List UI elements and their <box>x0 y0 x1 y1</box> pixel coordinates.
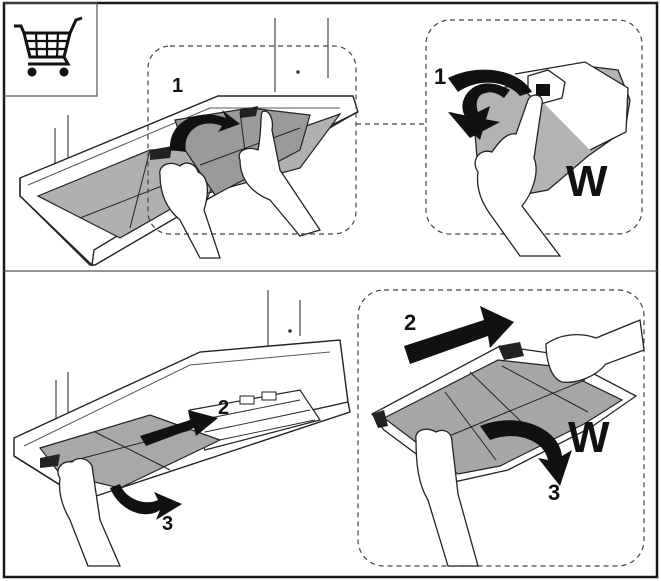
top-left-step-1: 1 <box>172 75 183 97</box>
top-latch-detail <box>425 19 643 257</box>
bottom-filter-detail <box>357 289 645 567</box>
bottom-left-step-3: 3 <box>162 513 173 535</box>
bottom-right-step-2: 2 <box>404 310 416 335</box>
top-right-step-1: 1 <box>434 64 446 89</box>
shopping-cart-icon <box>4 2 98 97</box>
bottom-side-mark: W <box>568 413 610 462</box>
top-side-mark: W <box>566 157 608 206</box>
bottom-left-step-2: 2 <box>218 397 229 419</box>
bottom-hood-illustration <box>13 290 351 567</box>
bottom-right-step-3: 3 <box>548 480 560 505</box>
top-hood-illustration <box>19 18 426 267</box>
